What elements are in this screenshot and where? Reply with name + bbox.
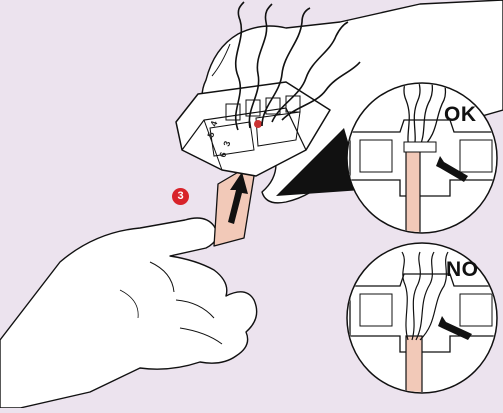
no-label: NO: [446, 258, 479, 282]
step-number-badge: 3: [172, 188, 189, 205]
ok-label: OK: [444, 103, 477, 127]
left-hand-icon: [0, 218, 257, 408]
